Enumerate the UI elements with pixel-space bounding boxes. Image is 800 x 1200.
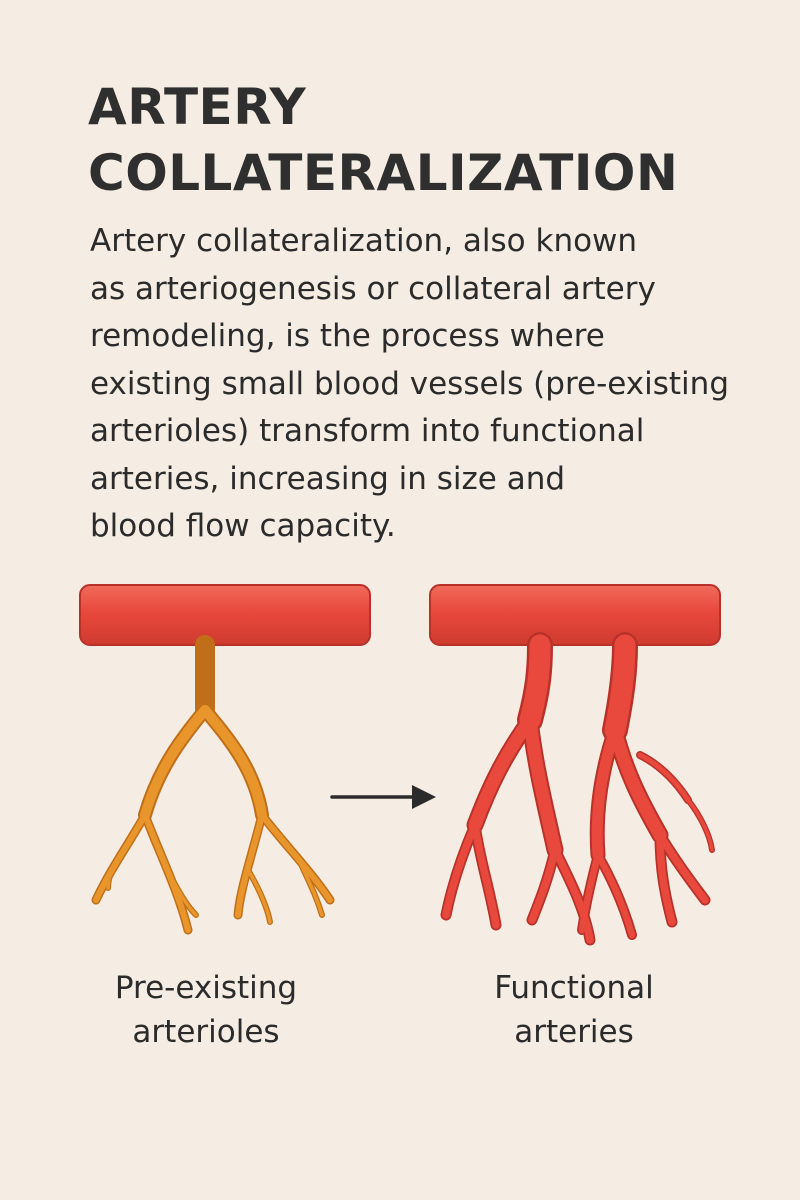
pre-existing-arterioles-label: Pre-existing arterioles: [114, 970, 298, 1050]
page-title: ARTERY COLLATERALIZATION: [88, 78, 679, 202]
functional-arteries-label: Functional arteries: [494, 970, 654, 1050]
parent-artery-right: [429, 584, 721, 646]
description-paragraph: Artery collateralization, also known as …: [90, 223, 729, 544]
parent-artery-left: [79, 584, 371, 646]
collateralization-diagram: [79, 584, 721, 946]
functional-arteries-illustration: [429, 584, 721, 946]
transition-arrow-icon: [330, 785, 436, 809]
arteriole-branches: [91, 635, 335, 935]
artery-branches: [440, 632, 715, 946]
pre-existing-arterioles-illustration: [79, 584, 371, 935]
